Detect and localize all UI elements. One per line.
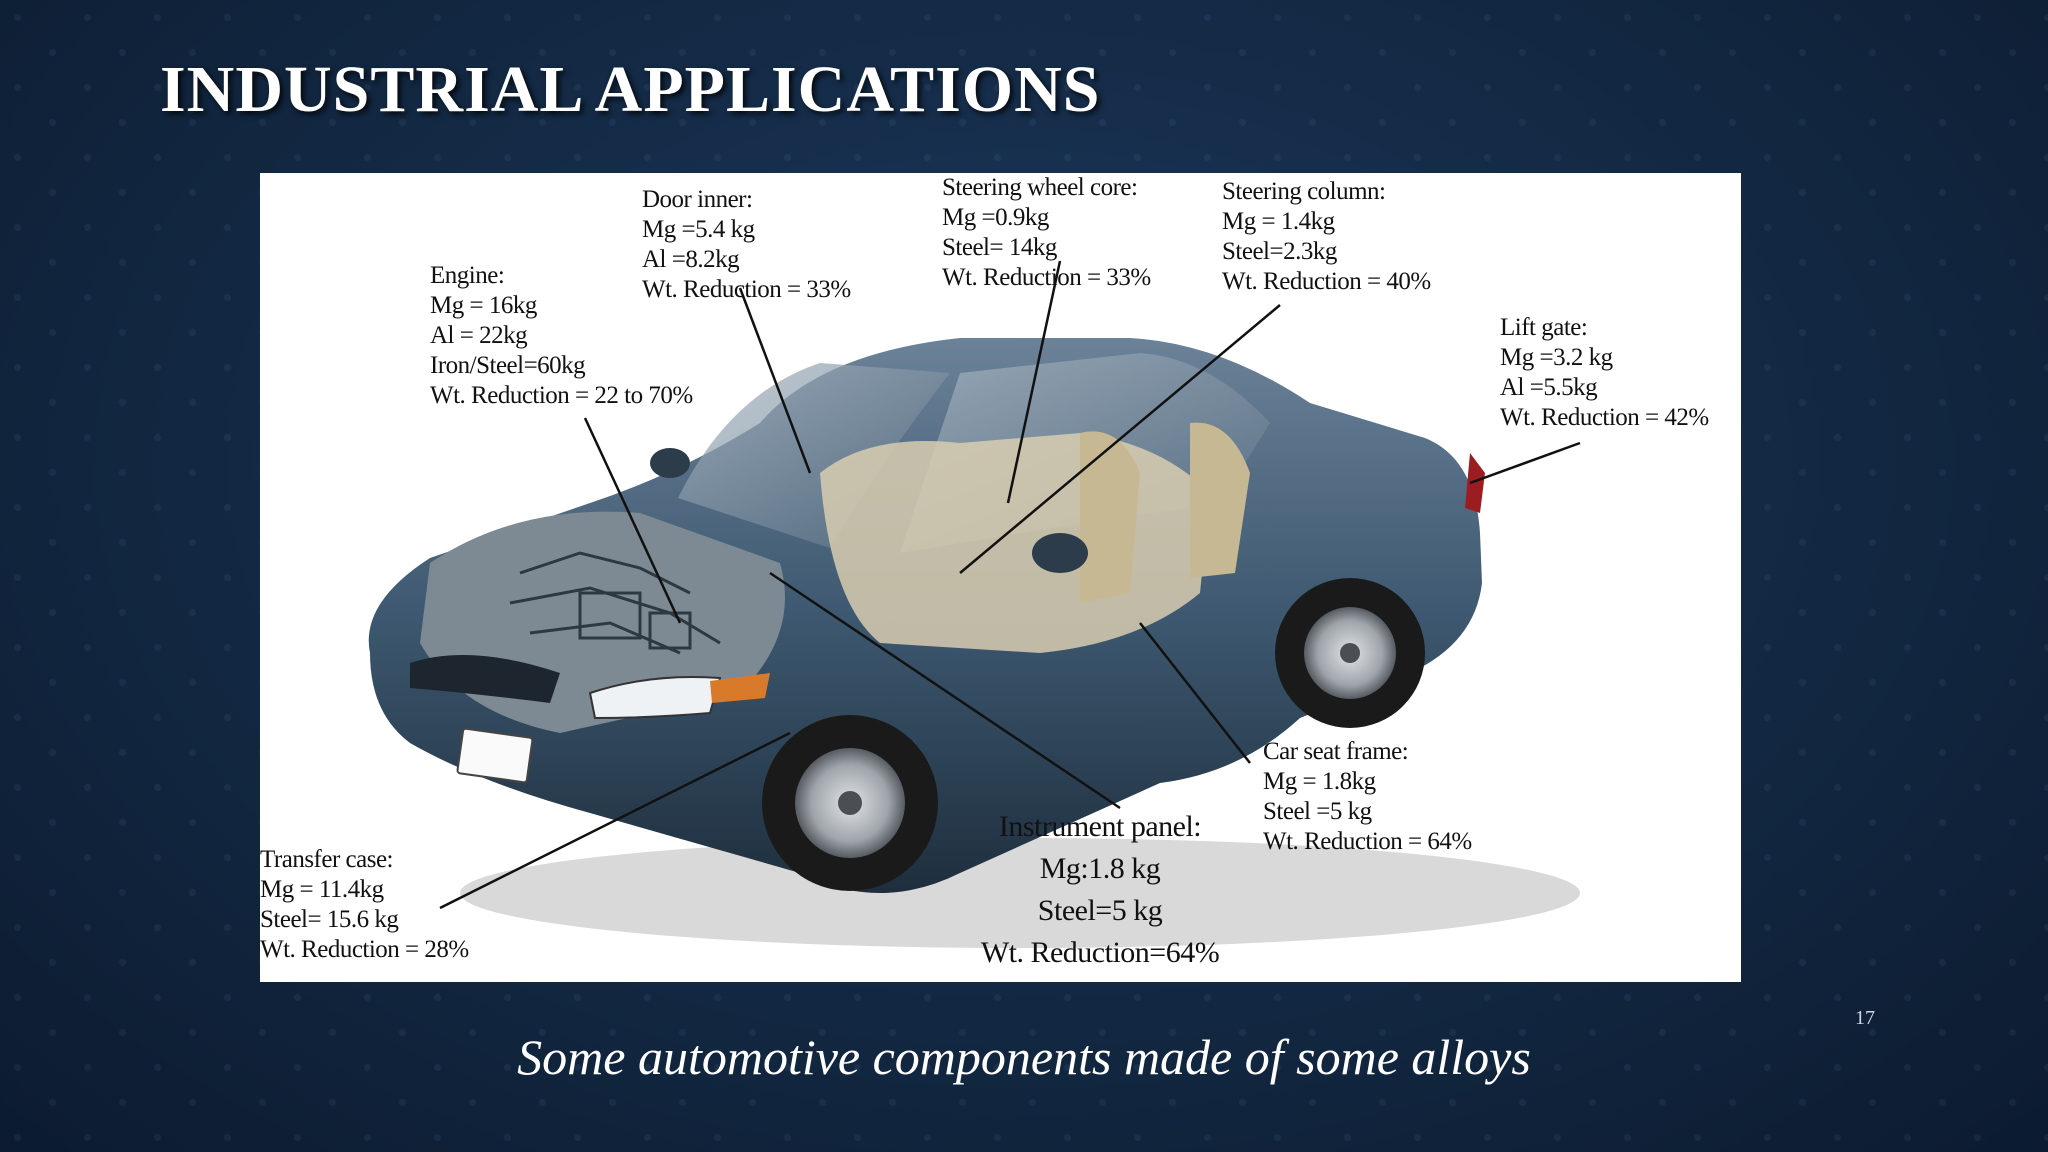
callout-line: Wt. Reduction = 33% — [642, 276, 851, 303]
callout-line: Wt. Reduction = 28% — [260, 936, 469, 963]
callout-line: Mg = 1.4kg — [1222, 208, 1335, 235]
line-steering-wheel — [1006, 260, 1062, 504]
callout-title: Instrument panel: — [998, 810, 1202, 843]
windshield — [678, 363, 950, 548]
tail-light — [1465, 453, 1485, 513]
line-instrument-panel — [769, 571, 1121, 810]
slide-title: INDUSTRIAL APPLICATIONS — [160, 53, 1101, 126]
seat-back-rear — [1190, 422, 1250, 578]
front-mirror — [650, 448, 690, 478]
line-lift-gate — [1469, 441, 1581, 485]
side-mirror — [1032, 533, 1088, 573]
callout-line: Iron/Steel=60kg — [430, 352, 586, 379]
seat-back — [1080, 431, 1140, 603]
callout-transfer-case: Transfer case: Mg = 11.4kg Steel= 15.6 k… — [260, 845, 469, 965]
callout-line: Mg = 16kg — [430, 292, 537, 319]
car-illustration — [368, 260, 1581, 948]
callout-title: Door inner: — [642, 186, 753, 213]
callout-line: Wt. Reduction = 42% — [1500, 404, 1709, 431]
callout-line: Steel =5 kg — [1263, 798, 1372, 825]
callout-door-inner: Door inner: Mg =5.4 kg Al =8.2kg Wt. Red… — [642, 185, 851, 305]
line-engine — [583, 417, 682, 624]
callout-line: Wt. Reduction = 64% — [1263, 828, 1472, 855]
license-plate — [456, 727, 534, 784]
callout-line: Al =8.2kg — [642, 246, 740, 273]
callout-line: Steel= 14kg — [942, 234, 1057, 261]
callout-line: Al =5.5kg — [1500, 374, 1598, 401]
callout-line: Mg =5.4 kg — [642, 216, 755, 243]
page-number: 17 — [1855, 1007, 1875, 1029]
callout-line: Mg = 1.8kg — [1263, 768, 1376, 795]
callout-car-seat-frame: Car seat frame: Mg = 1.8kg Steel =5 kg W… — [1263, 737, 1472, 857]
callout-line: Steel= 15.6 kg — [260, 906, 399, 933]
callout-title: Lift gate: — [1500, 314, 1588, 341]
line-seat-frame — [1139, 622, 1251, 764]
turn-signal — [710, 673, 770, 703]
engine-detail — [509, 551, 721, 655]
callout-steering-column: Steering column: Mg = 1.4kg Steel=2.3kg … — [1222, 177, 1431, 297]
callout-steering-wheel-core: Steering wheel core: Mg =0.9kg Steel= 14… — [942, 173, 1151, 293]
car-components-figure: Door inner: Mg =5.4 kg Al =8.2kg Wt. Red… — [260, 173, 1741, 982]
line-transfer-case — [439, 731, 791, 910]
callout-title: Transfer case: — [260, 846, 394, 873]
callout-line: Steel=2.3kg — [1222, 238, 1337, 265]
front-wheel — [762, 715, 938, 891]
line-steering-column — [959, 304, 1281, 574]
callout-instrument-panel: Instrument panel: Mg:1.8 kg Steel=5 kg W… — [950, 806, 1250, 974]
callout-line: Steel=5 kg — [1037, 894, 1163, 927]
callout-line: Mg =3.2 kg — [1500, 344, 1613, 371]
line-door-inner — [738, 287, 812, 474]
callout-line: Mg = 11.4kg — [260, 876, 384, 903]
callout-line: Al = 22kg — [430, 322, 528, 349]
callout-title: Steering column: — [1222, 178, 1386, 205]
callout-line: Mg:1.8 kg — [1039, 852, 1161, 885]
callout-line: Wt. Reduction = 33% — [942, 264, 1151, 291]
slide-caption: Some automotive components made of some … — [517, 1029, 1531, 1085]
callout-line: Mg =0.9kg — [942, 204, 1049, 231]
callout-line: Wt. Reduction = 40% — [1222, 268, 1431, 295]
callout-line: Wt. Reduction = 22 to 70% — [430, 382, 693, 409]
grille — [410, 655, 560, 703]
callout-line: Wt. Reduction=64% — [980, 936, 1220, 969]
car-shadow — [460, 838, 1580, 948]
rear-wheel — [1275, 578, 1425, 728]
callout-title: Engine: — [430, 262, 505, 289]
callout-engine: Engine: Mg = 16kg Al = 22kg Iron/Steel=6… — [430, 261, 693, 411]
callout-lift-gate: Lift gate: Mg =3.2 kg Al =5.5kg Wt. Redu… — [1500, 313, 1709, 433]
callout-title: Car seat frame: — [1263, 738, 1409, 765]
callout-lines — [439, 260, 1581, 910]
callout-title: Steering wheel core: — [942, 174, 1138, 201]
